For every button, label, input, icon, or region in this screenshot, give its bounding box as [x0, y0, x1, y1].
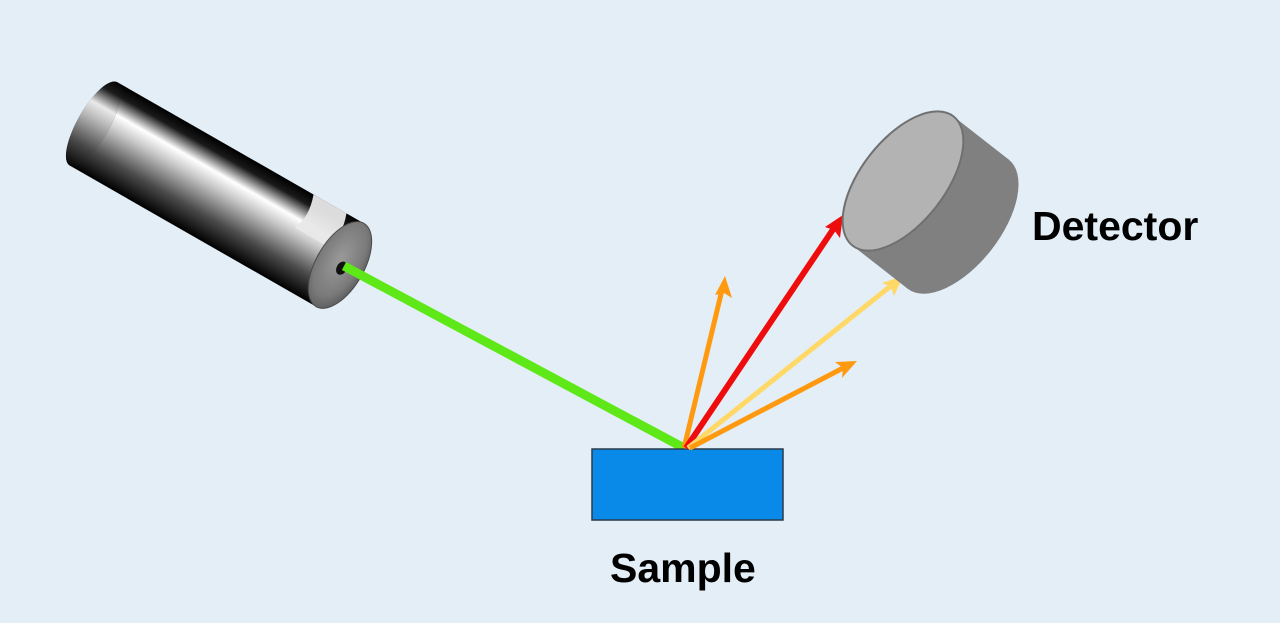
arrowhead-icon [835, 361, 857, 378]
red-ray [683, 226, 837, 450]
detector-icon [841, 110, 1019, 294]
detector-label: Detector [1032, 203, 1199, 249]
sample-block [591, 448, 784, 521]
detector-face [841, 110, 965, 252]
arrowhead-icon [825, 215, 843, 238]
laser-aperture [336, 261, 348, 275]
laser-beam [341, 262, 687, 452]
laser-cylinder-icon [65, 81, 373, 309]
arrowhead-icon [882, 276, 903, 296]
orange-ray-right [688, 364, 847, 451]
yellow-ray [686, 283, 894, 450]
scattered-rays [681, 215, 903, 451]
arrowhead-icon [715, 276, 732, 298]
orange-ray-left [681, 289, 725, 449]
sample-label: Sample [610, 545, 756, 591]
